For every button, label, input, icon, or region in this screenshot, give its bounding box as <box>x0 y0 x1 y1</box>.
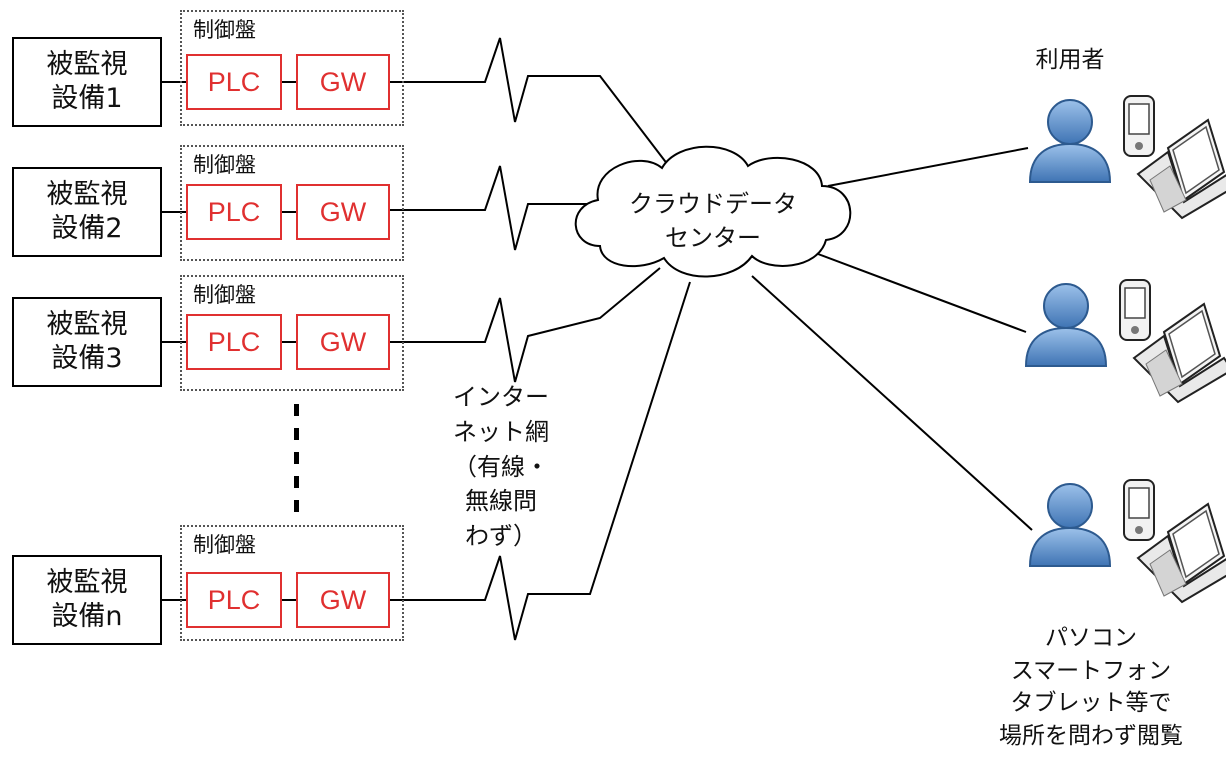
devices-caption: パソコン スマートフォン タブレット等で 場所を問わず閲覧 <box>966 622 1216 753</box>
user-group-3 <box>1029 479 1226 603</box>
devices-caption-line: 場所を問わず閲覧 <box>999 722 1183 749</box>
panel-label: 制御盤 <box>193 283 256 307</box>
plc-box: PLC <box>186 184 282 240</box>
equipment-box-n: 被監視 設備n <box>12 555 162 645</box>
devices-caption-line: パソコン <box>1045 625 1137 651</box>
panel-label: 制御盤 <box>193 533 256 557</box>
cloud-label-line: センター <box>665 223 761 252</box>
gw-box: GW <box>296 572 390 628</box>
equipment-label: 被監視 <box>46 567 128 599</box>
network-label: インター ネット網 （有線・ 無線問 わず） <box>436 380 566 554</box>
panel-label: 制御盤 <box>193 18 256 42</box>
control-panel-1 <box>180 10 404 126</box>
equipment-label: 被監視 <box>46 179 128 211</box>
plc-box: PLC <box>186 54 282 110</box>
gw-box: GW <box>296 314 390 370</box>
network-label-line: 無線問 <box>465 487 537 516</box>
control-panel-n <box>180 525 404 641</box>
equipment-label: 設備n <box>51 601 123 632</box>
user-link <box>827 147 1029 187</box>
network-label-line: （有線・ <box>453 452 549 481</box>
users-label: 利用者 <box>1035 47 1105 73</box>
equipment-box-1: 被監視 設備1 <box>12 37 162 127</box>
devices-caption-line: タブレット等で <box>1010 690 1172 717</box>
user-group-2 <box>1025 279 1226 403</box>
network-link <box>390 281 691 641</box>
network-link <box>390 37 669 166</box>
network-label-line: インター <box>453 383 549 411</box>
equipment-label: 被監視 <box>46 309 128 341</box>
network-link <box>390 165 595 251</box>
cloud-shape <box>574 145 852 278</box>
control-panel-3 <box>180 275 404 391</box>
gw-box: GW <box>296 54 390 110</box>
user-group-1 <box>1029 95 1226 219</box>
user-link <box>817 253 1027 333</box>
equipment-label: 設備2 <box>51 213 123 244</box>
network-label-line: わず） <box>465 522 537 551</box>
plc-box: PLC <box>186 314 282 370</box>
equipment-label: 設備1 <box>51 83 123 114</box>
panel-label: 制御盤 <box>193 153 256 177</box>
user-link <box>751 275 1033 531</box>
cloud-label: クラウドデータ センター <box>618 188 808 255</box>
continuation-dots <box>294 404 299 512</box>
equipment-box-2: 被監視 設備2 <box>12 167 162 257</box>
equipment-label: 設備3 <box>51 343 123 374</box>
devices-caption-line: スマートフォン <box>1010 657 1172 684</box>
equipment-box-3: 被監視 設備3 <box>12 297 162 387</box>
cloud-label-line: クラウドデータ <box>629 190 797 218</box>
network-label-line: ネット網 <box>453 417 549 446</box>
control-panel-2 <box>180 145 404 261</box>
plc-box: PLC <box>186 572 282 628</box>
equipment-label: 被監視 <box>46 49 128 81</box>
network-link <box>390 267 661 383</box>
gw-box: GW <box>296 184 390 240</box>
